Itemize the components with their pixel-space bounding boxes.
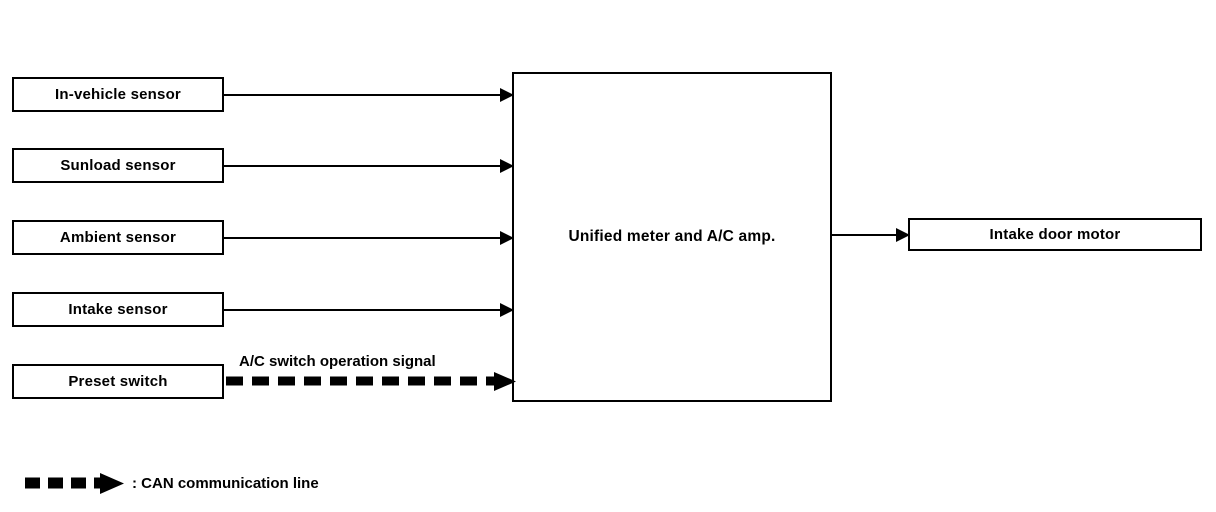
legend-can-communication-line: : CAN communication line xyxy=(24,472,319,494)
block-in-vehicle-sensor[interactable]: In-vehicle sensor xyxy=(12,77,224,112)
connector-preset-switch-to-amp-can xyxy=(226,371,516,393)
block-label: Ambient sensor xyxy=(59,229,177,246)
edge-label-ac-switch-operation-signal: A/C switch operation signal xyxy=(239,353,436,370)
block-intake-sensor[interactable]: Intake sensor xyxy=(12,292,224,327)
block-sunload-sensor[interactable]: Sunload sensor xyxy=(12,148,224,183)
block-label: Sunload sensor xyxy=(60,157,176,174)
connector-amp-to-intake-door-motor xyxy=(832,224,910,246)
connector-intake-sensor-to-amp xyxy=(224,299,514,321)
block-label: Preset switch xyxy=(68,373,168,390)
block-label: Intake sensor xyxy=(68,301,168,318)
block-preset-switch[interactable]: Preset switch xyxy=(12,364,224,399)
block-intake-door-motor[interactable]: Intake door motor xyxy=(908,218,1202,251)
block-unified-meter-ac-amp[interactable]: Unified meter and A/C amp. xyxy=(512,72,832,402)
block-label: Unified meter and A/C amp. xyxy=(568,228,776,245)
connector-in-vehicle-sensor-to-amp xyxy=(224,84,514,106)
dashed-arrow-icon xyxy=(24,472,124,494)
block-label: Intake door motor xyxy=(989,226,1121,243)
connector-ambient-sensor-to-amp xyxy=(224,227,514,249)
block-label: In-vehicle sensor xyxy=(55,86,181,103)
legend-label: : CAN communication line xyxy=(132,474,319,492)
block-ambient-sensor[interactable]: Ambient sensor xyxy=(12,220,224,255)
connector-sunload-sensor-to-amp xyxy=(224,155,514,177)
